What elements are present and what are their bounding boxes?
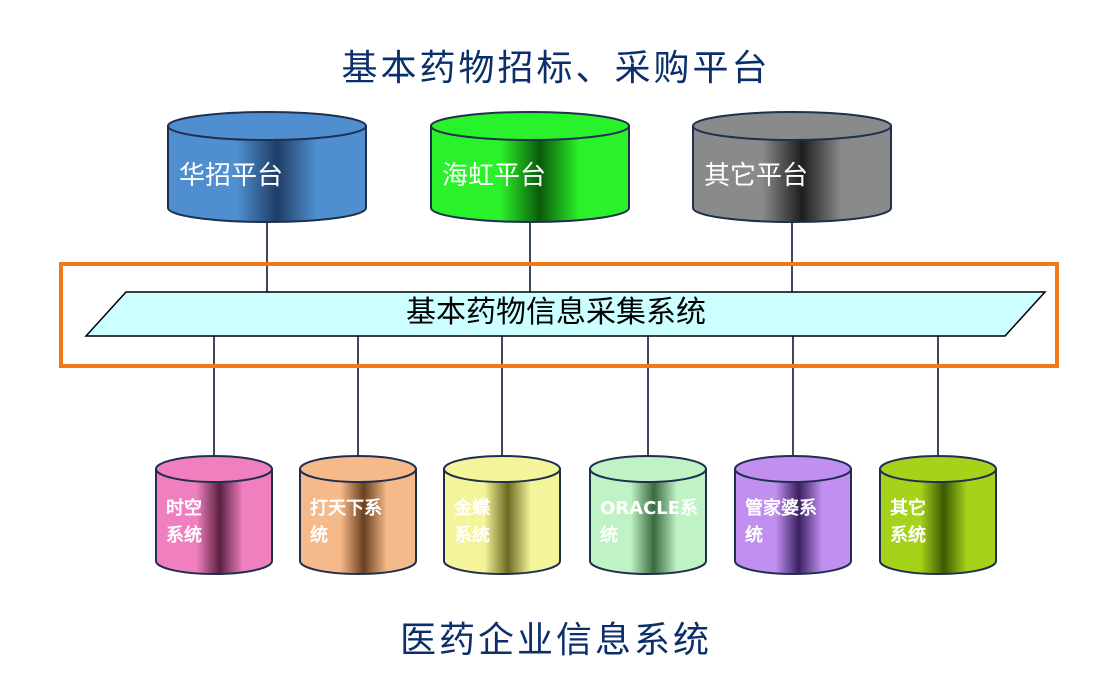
system-label: 打天下系	[310, 497, 382, 519]
system-label: 系统	[166, 524, 202, 546]
collector-parallelogram	[84, 291, 1047, 337]
bottom-title: 医药企业信息系统	[400, 620, 712, 661]
platform-label: 华招平台	[179, 161, 283, 191]
collector-label: 基本药物信息采集系统	[406, 295, 706, 330]
top-title: 基本药物招标、采购平台	[341, 48, 770, 89]
system-label: 统	[600, 524, 618, 546]
platform-cylinder: 其它平台	[692, 111, 892, 223]
platform-cylinder: 海虹平台	[430, 111, 630, 223]
system-label: 统	[745, 524, 763, 546]
system-label: 统	[310, 524, 328, 546]
platform-label: 海虹平台	[442, 161, 546, 191]
connectors	[213, 215, 939, 468]
platform-label: 其它平台	[704, 161, 808, 191]
system-label: 金蝶	[453, 497, 491, 519]
system-label: 系统	[454, 524, 490, 546]
system-label: 系统	[890, 524, 926, 546]
system-label: 时空	[166, 497, 202, 519]
platforms: 华招平台 海虹平台 其它平台	[167, 111, 892, 223]
system-label: 其它	[890, 497, 926, 519]
system-label: 管家婆系	[745, 497, 817, 519]
collector-frame	[59, 262, 1059, 368]
system-label: ORACLE系	[600, 498, 698, 519]
platform-cylinder: 华招平台	[167, 111, 367, 223]
